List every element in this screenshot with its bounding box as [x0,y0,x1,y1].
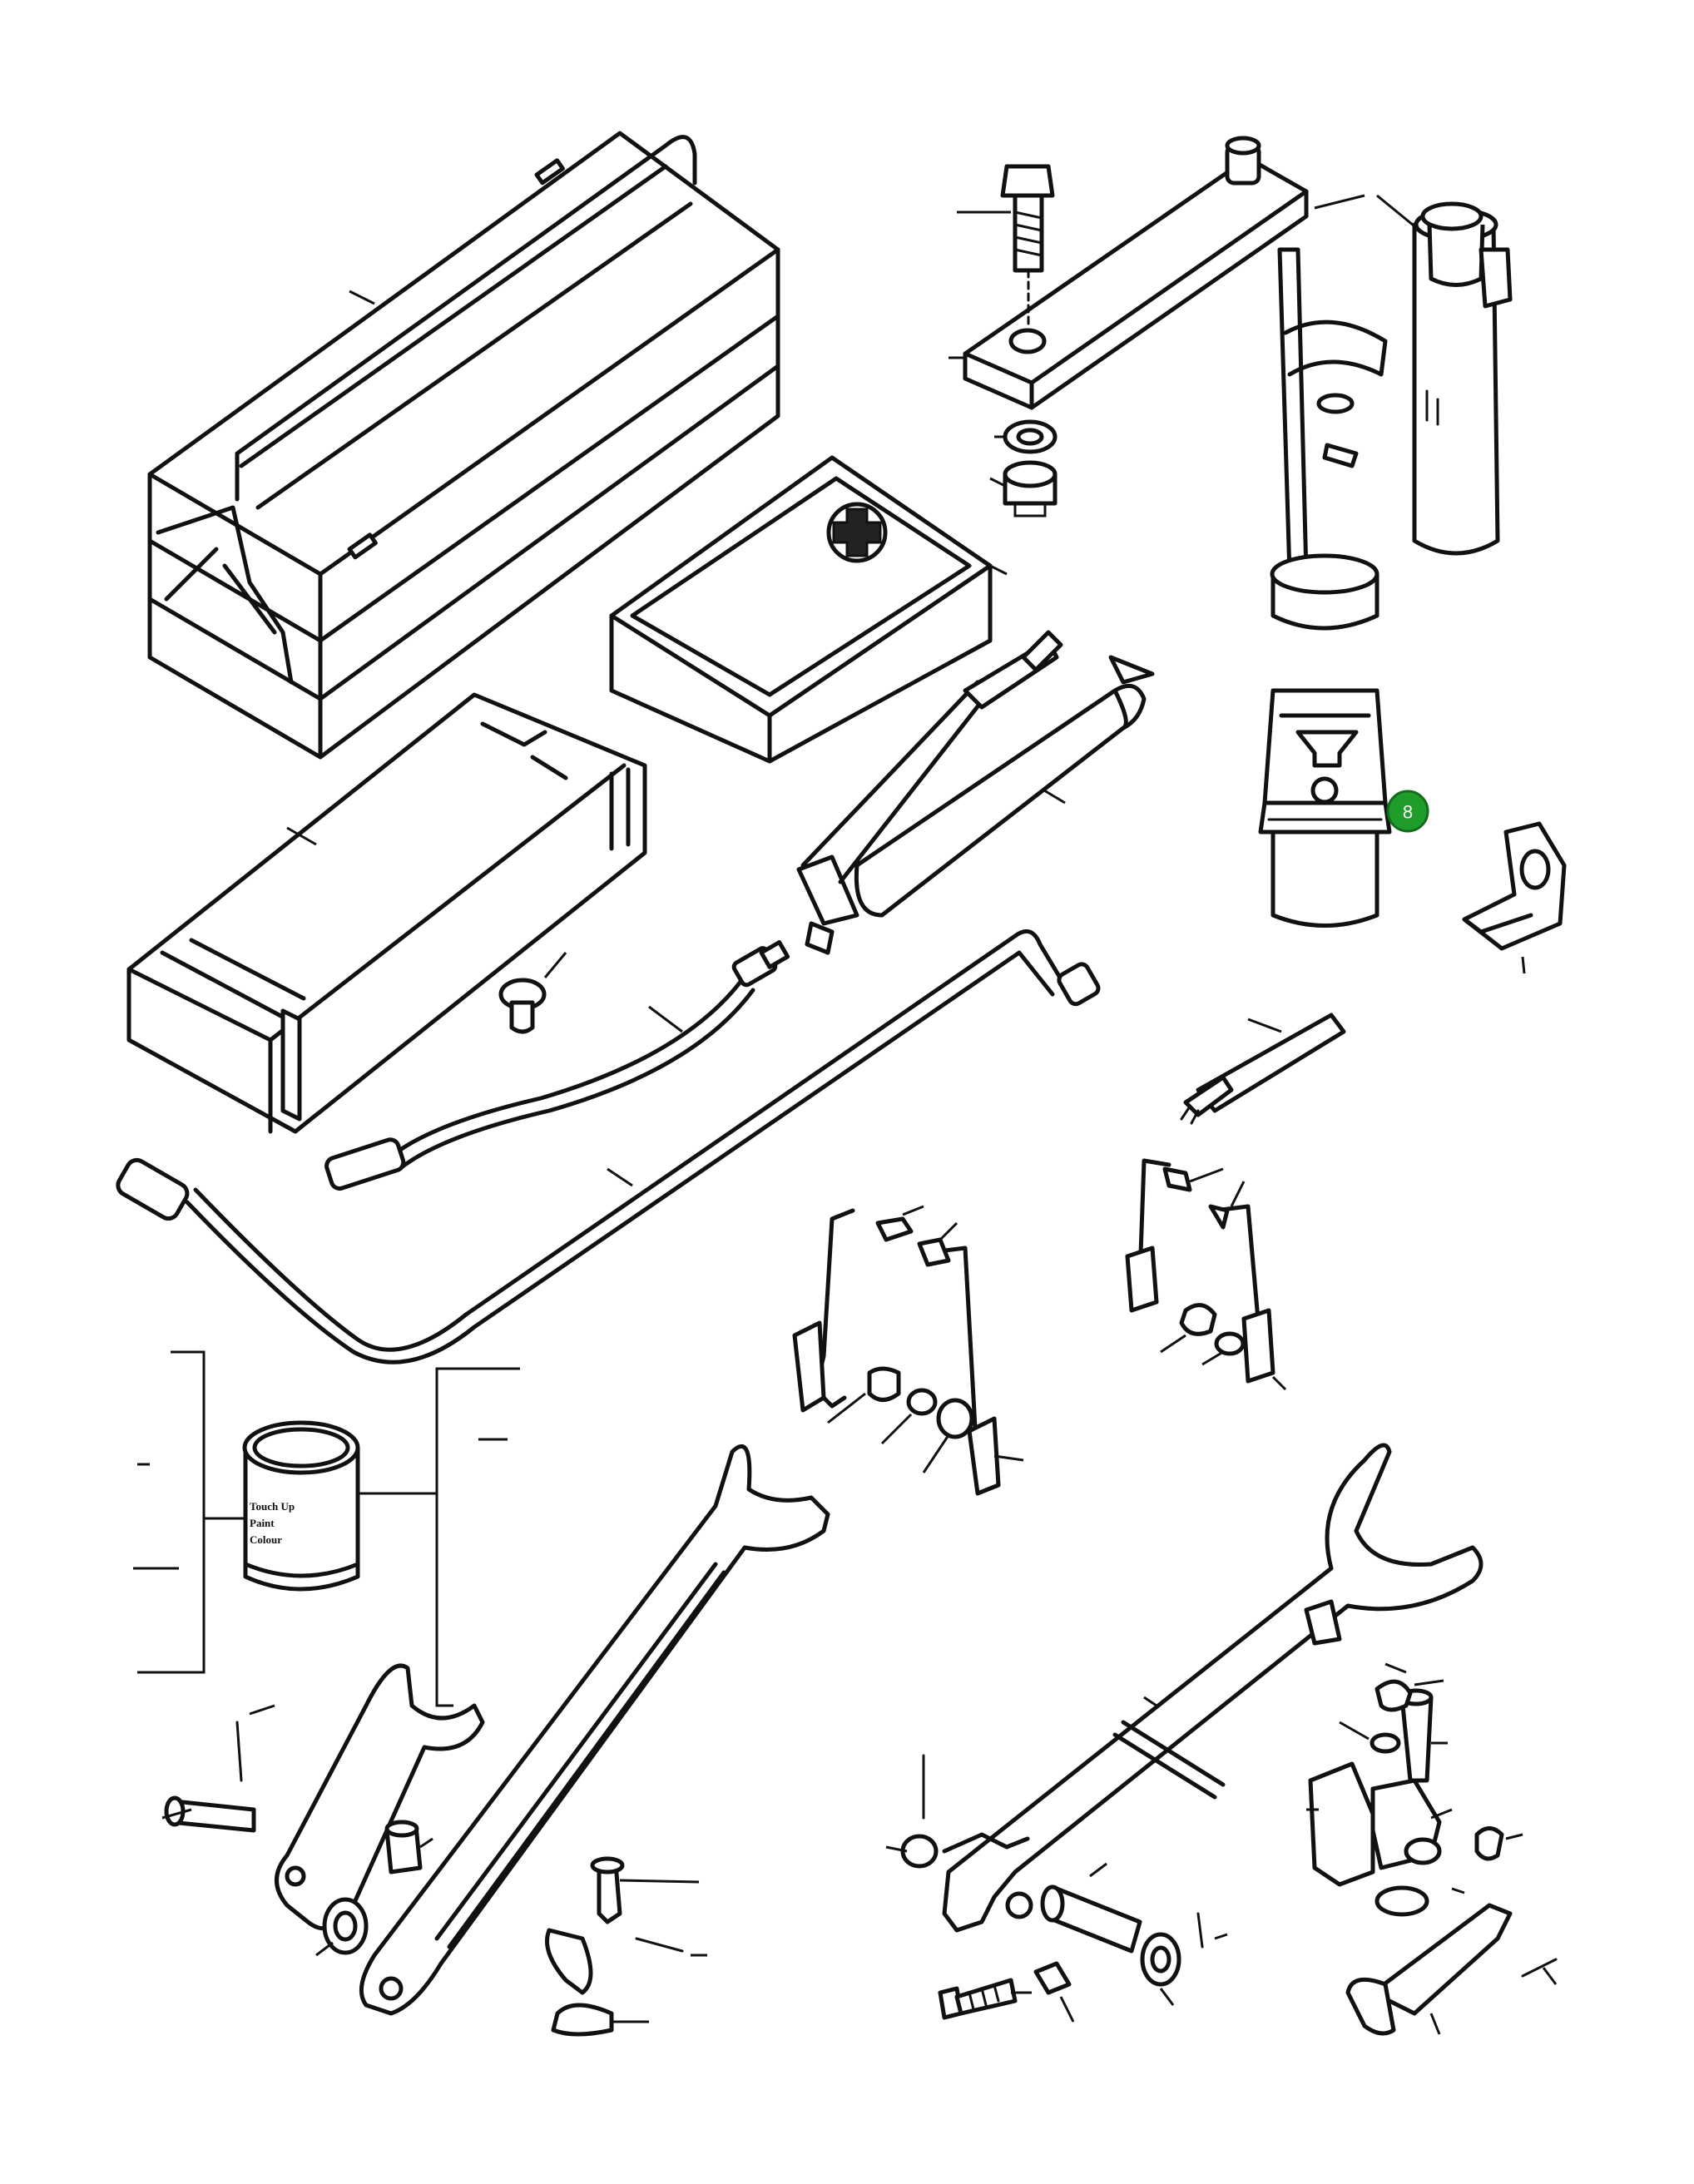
grease-gun-extension [116,929,1101,1364]
touch-up-paint: Touch Up Paint Colour [133,1350,520,1707]
t-handle-bolt [545,1856,707,2037]
first-aid-kit [609,455,1008,764]
tool-box [147,131,780,760]
angle-bracket [1462,821,1567,974]
tyre-pump-pad [126,692,647,1134]
plug [498,952,567,1034]
tyre-inflator-hose [324,940,790,1191]
extinguisher-valve [1258,688,1406,928]
hood-stay-bracket-left [792,1205,1024,1496]
jack-handle-bar [949,136,1309,518]
clevis-pin [161,1704,275,1833]
can-label-line-2: Paint [250,1517,275,1529]
hinge-assembly [1306,1662,1558,2036]
lower-fixings [885,1754,1228,2023]
bush [315,1820,433,1957]
can-label-line-1: Touch Up [250,1500,295,1513]
hood-stay-bracket-right [1125,1158,1287,1391]
valve-tool [1180,1013,1346,1125]
wheel-brace [942,1443,1483,1933]
fire-extinguisher [1270,194,1513,631]
grease-gun [796,630,1155,955]
can-label-line-3: Colour [250,1533,282,1546]
spanner-large [359,1444,830,2016]
svg-text:8: 8 [1403,802,1413,823]
callout-8[interactable]: 8 [1386,790,1429,833]
spanner-left [275,1663,485,1931]
